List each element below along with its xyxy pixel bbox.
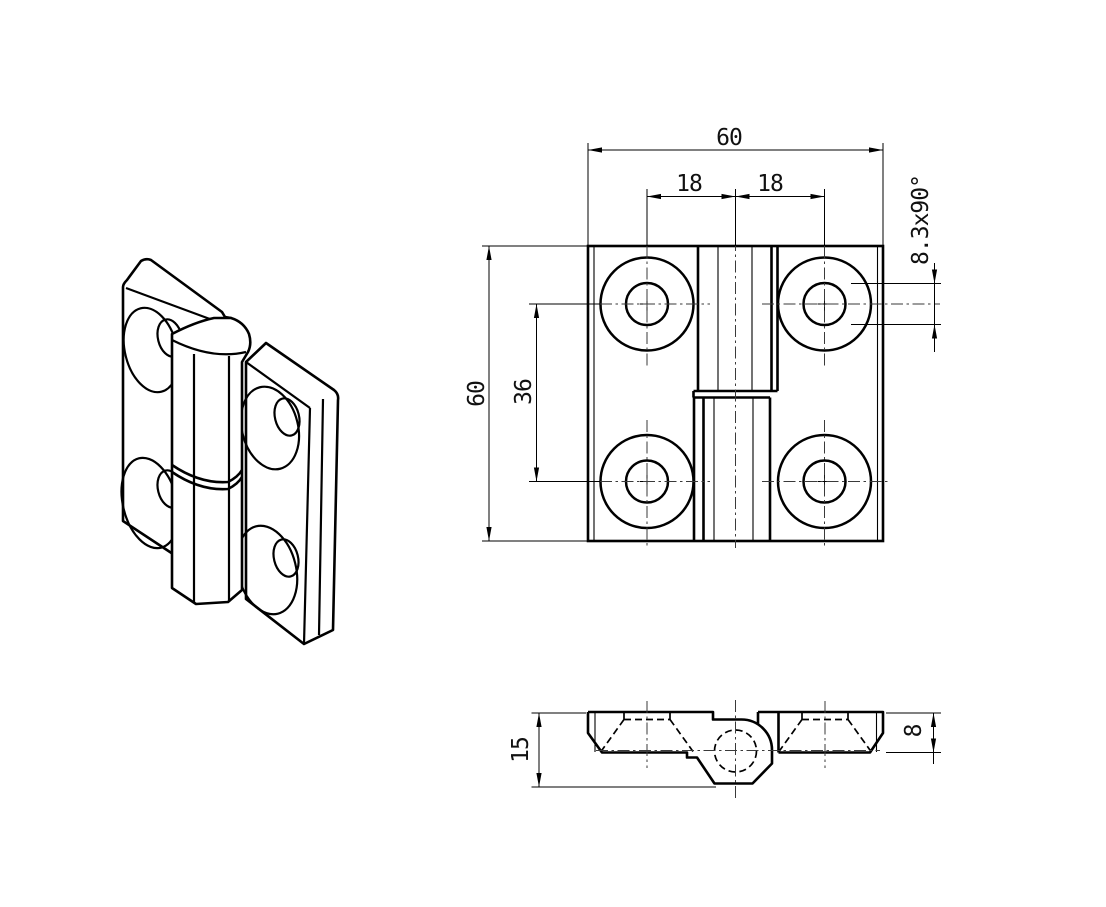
dim-width-label: 60 — [716, 125, 742, 151]
front-view: 60 18 18 60 36 8.3x90° — [464, 125, 941, 548]
bottom-centerlines — [596, 700, 880, 801]
iso-right-leaf — [235, 341, 340, 646]
dim-hole-right-label: 18 — [757, 171, 783, 197]
dim-countersink-label: 8.3x90° — [908, 175, 934, 265]
dim-countersink: 8.3x90° — [908, 175, 938, 352]
dim-hole-left-label: 18 — [676, 171, 702, 197]
dim-hole-vertical-label: 36 — [511, 379, 537, 405]
dim-plate-thickness-label: 8 — [901, 724, 927, 737]
front-extension-lines — [482, 143, 941, 542]
dim-height: 60 — [464, 246, 492, 541]
front-edge-lines — [593, 246, 879, 541]
iso-knuckle-joint — [171, 463, 244, 491]
dim-hole-vertical: 36 — [511, 304, 540, 482]
bottom-extension-lines — [531, 712, 941, 788]
front-centerlines — [600, 196, 940, 548]
dim-height-label: 60 — [464, 381, 490, 407]
bottom-edge-lines — [594, 713, 878, 752]
bottom-view: 15 8 — [508, 700, 941, 801]
dim-width: 60 — [588, 125, 883, 153]
dim-plate-thickness: 8 — [901, 713, 937, 764]
isometric-view — [120, 257, 340, 646]
dim-hole-spacing: 18 18 — [647, 171, 825, 200]
dim-total-height: 15 — [508, 713, 542, 787]
iso-barrel — [170, 316, 252, 606]
dim-total-height-label: 15 — [508, 737, 534, 763]
